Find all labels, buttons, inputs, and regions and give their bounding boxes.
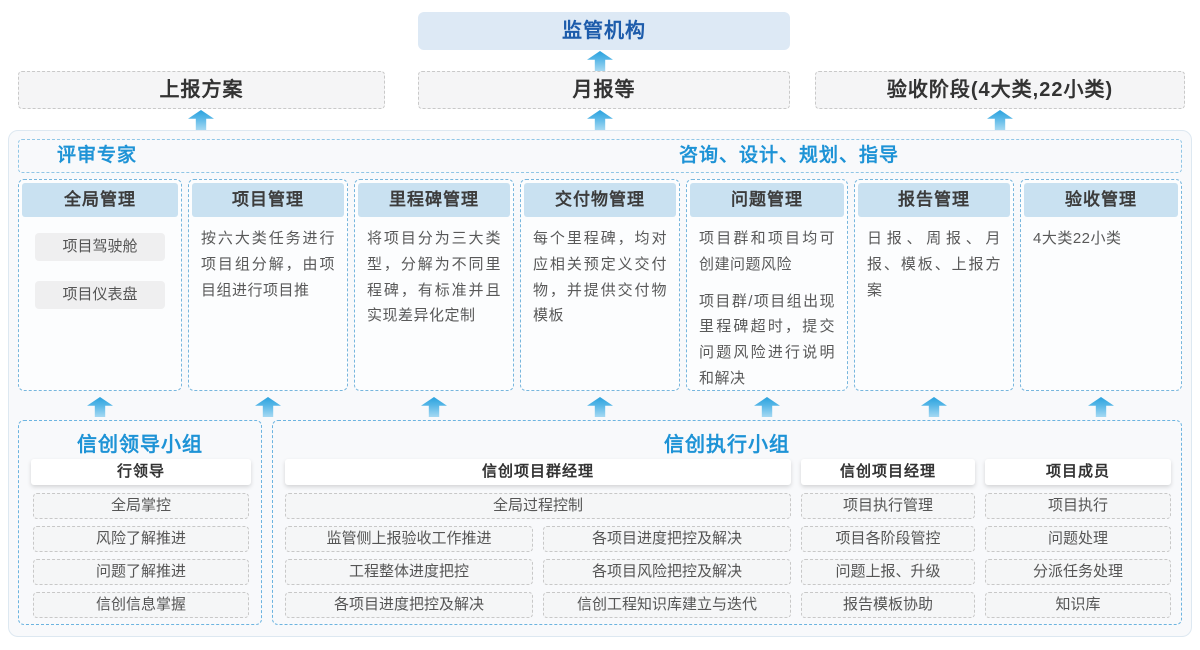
- task-item: 风险了解推进: [33, 526, 249, 552]
- column-description: 日报、周报、月报、模板、上报方案: [867, 230, 1001, 299]
- up-arrow-to-monthly-report: [587, 110, 613, 130]
- column-project-management: 项目管理 按六大类任务进行项目组分解，由项目组进行项目推: [188, 179, 348, 391]
- up-arrow-to-report-plan: [188, 110, 214, 130]
- consulting-design-label: 咨询、设计、规划、指导: [679, 145, 900, 166]
- leadership-group-title: 信创领导小组: [77, 434, 203, 456]
- column-report-management: 报告管理 日报、周报、月报、模板、上报方案: [854, 179, 1014, 391]
- review-experts-label: 评审专家: [57, 145, 138, 166]
- task-item: 项目执行管理: [801, 493, 975, 519]
- task-item: 各项目风险把控及解决: [543, 559, 791, 585]
- column-description: 项目群和项目均可创建问题风险: [699, 230, 835, 273]
- task-item: 信创信息掌握: [33, 592, 249, 618]
- column-milestone-management: 里程碑管理 将项目分为三大类型，分解为不同里程碑，有标准并且实现差异化定制: [354, 179, 514, 391]
- column-deliverable-management: 交付物管理 每个里程碑，均对应相关预定义交付物，并提供交付物模板: [520, 179, 680, 391]
- column-description: 每个里程碑，均对应相关预定义交付物，并提供交付物模板: [533, 230, 667, 325]
- task-item: 项目各阶段管控: [801, 526, 975, 552]
- column-title: 全局管理: [22, 183, 178, 217]
- channel-acceptance-stage: 验收阶段(4大类,22小类): [815, 71, 1185, 109]
- column-description: 4大类22小类: [1033, 230, 1122, 247]
- column-title: 报告管理: [858, 183, 1010, 217]
- column-title: 问题管理: [690, 183, 844, 217]
- platform-header-bar: 评审专家 咨询、设计、规划、指导: [18, 139, 1182, 173]
- column-issue-management: 问题管理 项目群和项目均可创建问题风险 项目群/项目组出现里程碑超时，提交问题风…: [686, 179, 848, 391]
- column-title: 交付物管理: [524, 183, 676, 217]
- execution-group-title: 信创执行小组: [664, 434, 790, 456]
- role-project-member: 项目成员: [985, 459, 1171, 485]
- task-item: 知识库: [985, 592, 1171, 618]
- leadership-group-panel: 信创领导小组 行领导 全局掌控 风险了解推进 问题了解推进 信创信息掌握: [18, 420, 262, 625]
- column-title: 里程碑管理: [358, 183, 510, 217]
- column-title: 验收管理: [1024, 183, 1178, 217]
- task-item: 报告模板协助: [801, 592, 975, 618]
- task-item: 分派任务处理: [985, 559, 1171, 585]
- role-bank-leadership: 行领导: [31, 459, 251, 485]
- column-global-management: 全局管理 项目驾驶舱 项目仪表盘: [18, 179, 182, 391]
- task-item: 信创工程知识库建立与迭代: [543, 592, 791, 618]
- task-item: 各项目进度把控及解决: [285, 592, 533, 618]
- column-description: 将项目分为三大类型，分解为不同里程碑，有标准并且实现差异化定制: [367, 230, 501, 325]
- task-item: 工程整体进度把控: [285, 559, 533, 585]
- up-arrow-to-regulator: [587, 51, 613, 71]
- regulator-box: 监管机构: [418, 12, 790, 50]
- task-item: 全局掌控: [33, 493, 249, 519]
- channel-report-plan: 上报方案: [18, 71, 385, 109]
- task-item: 问题处理: [985, 526, 1171, 552]
- column-acceptance-management: 验收管理 4大类22小类: [1020, 179, 1182, 391]
- pill-project-cockpit: 项目驾驶舱: [35, 233, 165, 261]
- role-program-manager: 信创项目群经理: [285, 459, 791, 485]
- task-item: 各项目进度把控及解决: [543, 526, 791, 552]
- task-item: 项目执行: [985, 493, 1171, 519]
- pill-project-dashboard: 项目仪表盘: [35, 281, 165, 309]
- task-item: 问题上报、升级: [801, 559, 975, 585]
- task-item: 监管侧上报验收工作推进: [285, 526, 533, 552]
- column-description: 项目群/项目组出现里程碑超时，提交问题风险进行说明和解决: [699, 292, 835, 387]
- channel-monthly-report: 月报等: [418, 71, 790, 109]
- task-item: 问题了解推进: [33, 559, 249, 585]
- task-item: 全局过程控制: [285, 493, 791, 519]
- up-arrow-to-acceptance: [987, 110, 1013, 130]
- execution-group-panel: 信创执行小组 信创项目群经理 信创项目经理 项目成员 全局过程控制 监管侧上报验…: [272, 420, 1182, 625]
- role-project-manager: 信创项目经理: [801, 459, 975, 485]
- column-description: 按六大类任务进行项目组分解，由项目组进行项目推: [201, 230, 335, 299]
- column-title: 项目管理: [192, 183, 344, 217]
